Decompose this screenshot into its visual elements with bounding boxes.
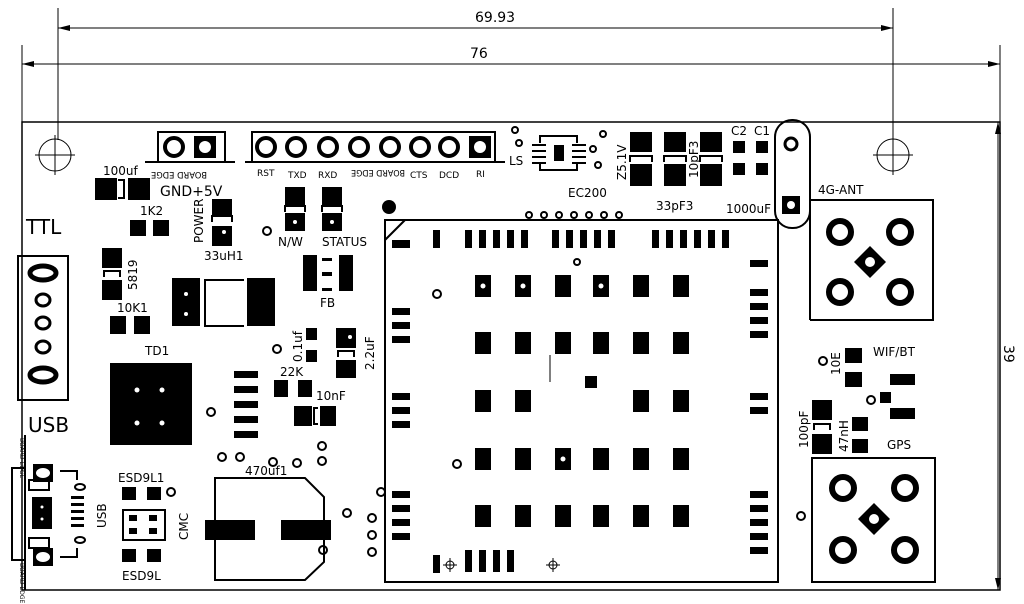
label: 47nH [837,420,851,452]
resistor-10k1: 10K1 [110,301,150,334]
jumper-status: STATUS [321,187,367,249]
ic-ls: LS EC200 [509,135,607,200]
label: 470uf1 [245,464,287,478]
resistor-22k: 22K [274,365,312,397]
capacitor-10pf3: 10pF3 [687,132,723,186]
label: 22K [280,365,304,379]
pin-label-dcd: DCD [439,171,459,181]
label: GPS [887,438,911,452]
pin-label-rst: RST [257,169,275,179]
dimension-label: 69.93 [475,10,515,26]
capacitor-470uf1: 470uf1 [205,464,331,581]
capacitor-33pf3: 33pF3 [656,132,693,213]
ec200-module [384,219,779,583]
label: C2 [731,124,747,138]
label: 10pF3 [687,141,701,178]
serial-header: RST TXD RXD BOARD EDGE CTS DCD RI [245,131,505,181]
label: STATUS [322,235,367,249]
ttl-label: TTL [25,215,62,239]
label: WIF/BT [873,345,916,359]
pin-label-rxd: RXD [318,171,337,181]
label: 2.2uF [363,336,377,370]
dimension-label: 39 [1000,345,1016,363]
label: N/W [278,235,303,249]
antenna-gps [796,457,936,583]
transformer-td1: TD1 [110,344,192,445]
wifi-bt-section: WIF/BT 10E 100pF 47nH GPS [797,345,916,454]
capacitor-100uf: 100uf [95,164,150,200]
vias-mid [318,487,386,557]
resistor-1k2: 1K2 [130,204,169,236]
label: 33pF3 [656,199,693,213]
label: 0.1uf [291,330,305,362]
via [262,226,272,236]
capacitor-10nf: 10nF [294,389,346,426]
label: FB [320,296,335,310]
label: 100uf [103,164,139,178]
capacitors-c1-c2: C2 C1 1000uF [726,124,771,216]
board-edge-label: BOARD EDGE [18,563,25,603]
capacitor-1000uf [774,119,811,229]
ferrite-fb: FB [303,255,353,310]
zener-z5-1v: Z5.1V [615,132,653,186]
fiducial [382,200,396,214]
label: 10E [829,352,843,375]
label: LS [509,154,523,168]
pin-label-ri: RI [476,170,485,180]
label: ESD9L [122,569,161,583]
label: Z5.1V [615,144,629,180]
label: CMC [177,513,191,540]
usb-conn-label: USB [95,503,109,528]
capacitor-0-1uf: 0.1uf [291,328,317,362]
dimension-label: 76 [470,46,488,62]
antenna-4g: 4G-ANT [809,183,934,321]
capacitor-2-2uf: 2.2uF [336,328,377,378]
label: TD1 [144,344,169,358]
usb-connector: USB BOARD EDGE BOARD EDGE USB [11,413,109,603]
label: 1000uF [726,202,771,216]
mounting-hole-right [873,135,913,175]
label: 5819 [126,259,140,290]
esd9l1: ESD9L1 [118,471,176,500]
ttl-connector: TTL [17,215,69,401]
board-edge-label: BOARD EDGE [351,167,405,177]
dimension-height: 39 [995,122,1016,590]
vias-top [511,126,623,219]
pin-label-cts: CTS [410,171,428,181]
board-outline [21,121,1001,591]
power-header: BOARD EDGE GND+5V [145,131,235,200]
board-edge-label: BOARD EDGE [151,169,207,179]
power-led: POWER 33uH1 [192,199,244,263]
ic-pads [234,371,258,438]
label: ESD9L1 [118,471,164,485]
mounting-hole-left [35,135,75,175]
power-pins-label: GND+5V [160,184,223,200]
label: POWER [192,199,206,243]
module-center-pads [475,275,689,527]
label: EC200 [568,186,607,200]
label: 10nF [316,389,346,403]
usb-label: USB [28,413,69,437]
label: C1 [754,124,770,138]
label: 1K2 [140,204,163,218]
diode-5819: 5819 [102,248,140,300]
label: 100pF [797,410,811,448]
board-edge-label: BOARD EDGE [18,438,25,478]
inductor-33uh1 [172,278,275,327]
vias-left [206,407,327,468]
label: 10K1 [117,301,148,315]
esd9l: ESD9L [122,549,161,583]
label: 4G-ANT [818,183,864,197]
pin-label-txd: TXD [287,171,307,181]
via [272,344,282,354]
dimension-inner-width: 69.93 [57,8,894,140]
label: 33uH1 [204,249,244,263]
dimension-outer-width: 76 [21,45,1001,122]
jumper-nw: N/W [278,187,306,249]
cmc: CMC [122,509,191,541]
